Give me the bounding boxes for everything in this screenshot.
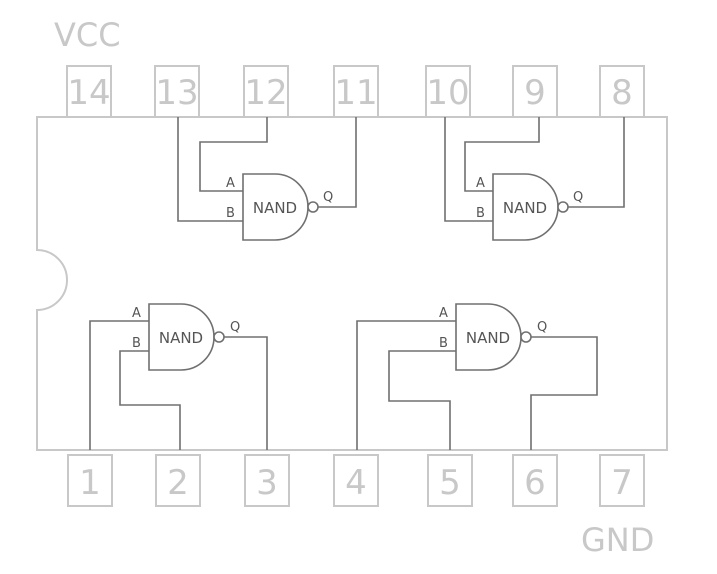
pin-11: [333, 65, 379, 118]
pin-10: [425, 65, 471, 118]
pin-8-number: 8: [611, 73, 633, 113]
wire-pin9-to-input-a: [464, 117, 540, 192]
pin-2-number: 2: [167, 463, 189, 503]
pin-14-number: 14: [67, 73, 110, 113]
nand-gate-bottom-right: NAND A B Q: [356, 303, 598, 450]
output-q-label: Q: [537, 320, 547, 335]
pin-5-number: 5: [439, 463, 461, 503]
pin-13: [154, 65, 200, 118]
input-a-label: A: [132, 306, 141, 321]
bottom-pin-row: 1 2 3 4 5 6 7: [67, 454, 645, 507]
pin-11-number: 11: [334, 73, 377, 113]
pin-5: [427, 454, 473, 507]
pin-8: [599, 65, 645, 118]
pin-13-number: 13: [155, 73, 198, 113]
gate-label: NAND: [503, 199, 547, 217]
pin-12: [243, 65, 289, 118]
input-b-label: B: [476, 206, 485, 221]
wire-pin1-to-input-a: [89, 320, 149, 450]
input-b-label: B: [439, 336, 448, 351]
pin-1: [67, 454, 113, 507]
wire-output-to-pin8: [568, 117, 625, 208]
pin-3: [244, 454, 290, 507]
input-a-label: A: [226, 176, 235, 191]
top-pin-row: 14 13 12 11 10 9 8: [66, 65, 645, 118]
pin-12-number: 12: [244, 73, 287, 113]
gate-label: NAND: [253, 199, 297, 217]
input-a-label: A: [439, 306, 448, 321]
pin-4: [333, 454, 379, 507]
input-b-label: B: [226, 206, 235, 221]
inversion-bubble: [557, 201, 569, 213]
pin-7-number: 7: [611, 463, 633, 503]
input-b-label: B: [132, 336, 141, 351]
gnd-label: GND: [581, 521, 654, 559]
output-q-label: Q: [323, 190, 333, 205]
wire-pin4-to-input-a: [356, 320, 456, 450]
pin-6: [512, 454, 558, 507]
wire-pin13-to-input-b: [177, 117, 243, 222]
output-q-label: Q: [230, 320, 240, 335]
wire-pin2-to-input-b: [119, 350, 181, 450]
pin-2: [155, 454, 201, 507]
inversion-bubble: [520, 331, 532, 343]
wire-pin12-to-input-a: [199, 117, 268, 192]
gate-label: NAND: [466, 329, 510, 347]
pin-7: [599, 454, 645, 507]
wire-output-to-pin11: [318, 117, 357, 208]
wire-output-to-pin3: [224, 336, 268, 450]
pin-10-number: 10: [426, 73, 469, 113]
pin-6-number: 6: [524, 463, 546, 503]
inversion-bubble: [307, 201, 319, 213]
pin-9: [512, 65, 558, 118]
gate-label: NAND: [159, 329, 203, 347]
input-a-label: A: [476, 176, 485, 191]
wire-pin10-to-input-b: [444, 117, 493, 222]
pin-9-number: 9: [524, 73, 546, 113]
nand-gate-bottom-left: NAND A B Q: [89, 303, 268, 450]
pin-14: [66, 65, 112, 118]
wire-pin5-to-input-b: [388, 350, 456, 450]
inversion-bubble: [213, 331, 225, 343]
pin-4-number: 4: [345, 463, 367, 503]
vcc-label: VCC: [54, 16, 121, 54]
wire-output-to-pin6: [530, 336, 598, 450]
output-q-label: Q: [573, 190, 583, 205]
pin-1-number: 1: [79, 463, 101, 503]
pin-3-number: 3: [256, 463, 278, 503]
chip-body: [36, 116, 668, 451]
nand-gate-top-right: NAND A B Q: [444, 117, 625, 241]
nand-gate-top-left: NAND A B Q: [177, 117, 357, 241]
